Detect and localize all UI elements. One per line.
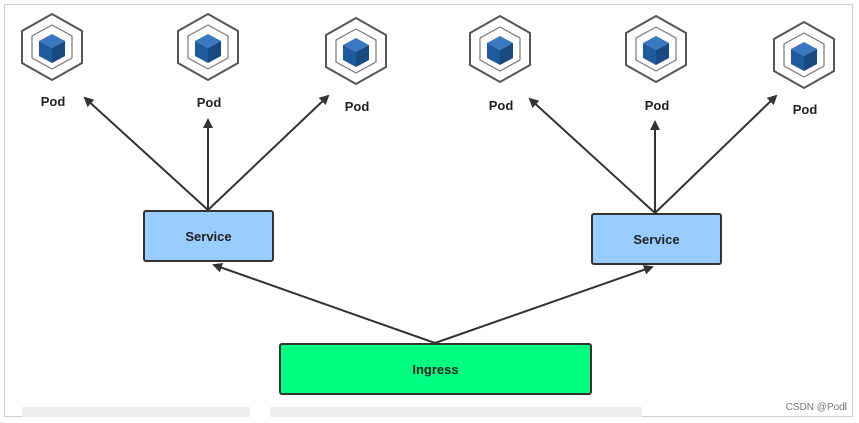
arrow-service-1-to-pod-3 bbox=[207, 94, 330, 211]
footer-band-gap bbox=[250, 407, 270, 417]
arrow-service-1-to-pod-1 bbox=[83, 96, 209, 211]
service-node-2: Service bbox=[591, 213, 722, 265]
pod-icon-5 bbox=[625, 14, 687, 84]
service-label-2: Service bbox=[633, 231, 680, 247]
service-label-1: Service bbox=[185, 228, 232, 244]
pod-label-1: Pod bbox=[40, 94, 66, 109]
footer-band bbox=[22, 407, 642, 417]
pod-label-6: Pod bbox=[792, 102, 818, 117]
pod-icon-4 bbox=[469, 14, 531, 84]
pod-label-3: Pod bbox=[344, 99, 370, 114]
arrow-ingress-to-service-2 bbox=[434, 264, 654, 344]
pod-label-4: Pod bbox=[488, 98, 514, 113]
pod-icon-3 bbox=[325, 16, 387, 86]
service-node-1: Service bbox=[143, 210, 274, 262]
pod-icon-2 bbox=[177, 12, 239, 82]
arrow-ingress-to-service-1 bbox=[212, 262, 436, 344]
pod-label-2: Pod bbox=[196, 95, 222, 110]
arrow-service-2-to-pod-4 bbox=[528, 97, 656, 214]
watermark: CSDN @Pod𝄃 bbox=[785, 402, 847, 413]
arrow-service-2-to-pod-6 bbox=[654, 94, 778, 214]
pod-icon-6 bbox=[773, 20, 835, 90]
pod-label-5: Pod bbox=[644, 98, 670, 113]
pod-icon-1 bbox=[21, 12, 83, 82]
ingress-label: Ingress bbox=[412, 361, 459, 377]
ingress-node: Ingress bbox=[279, 343, 592, 395]
